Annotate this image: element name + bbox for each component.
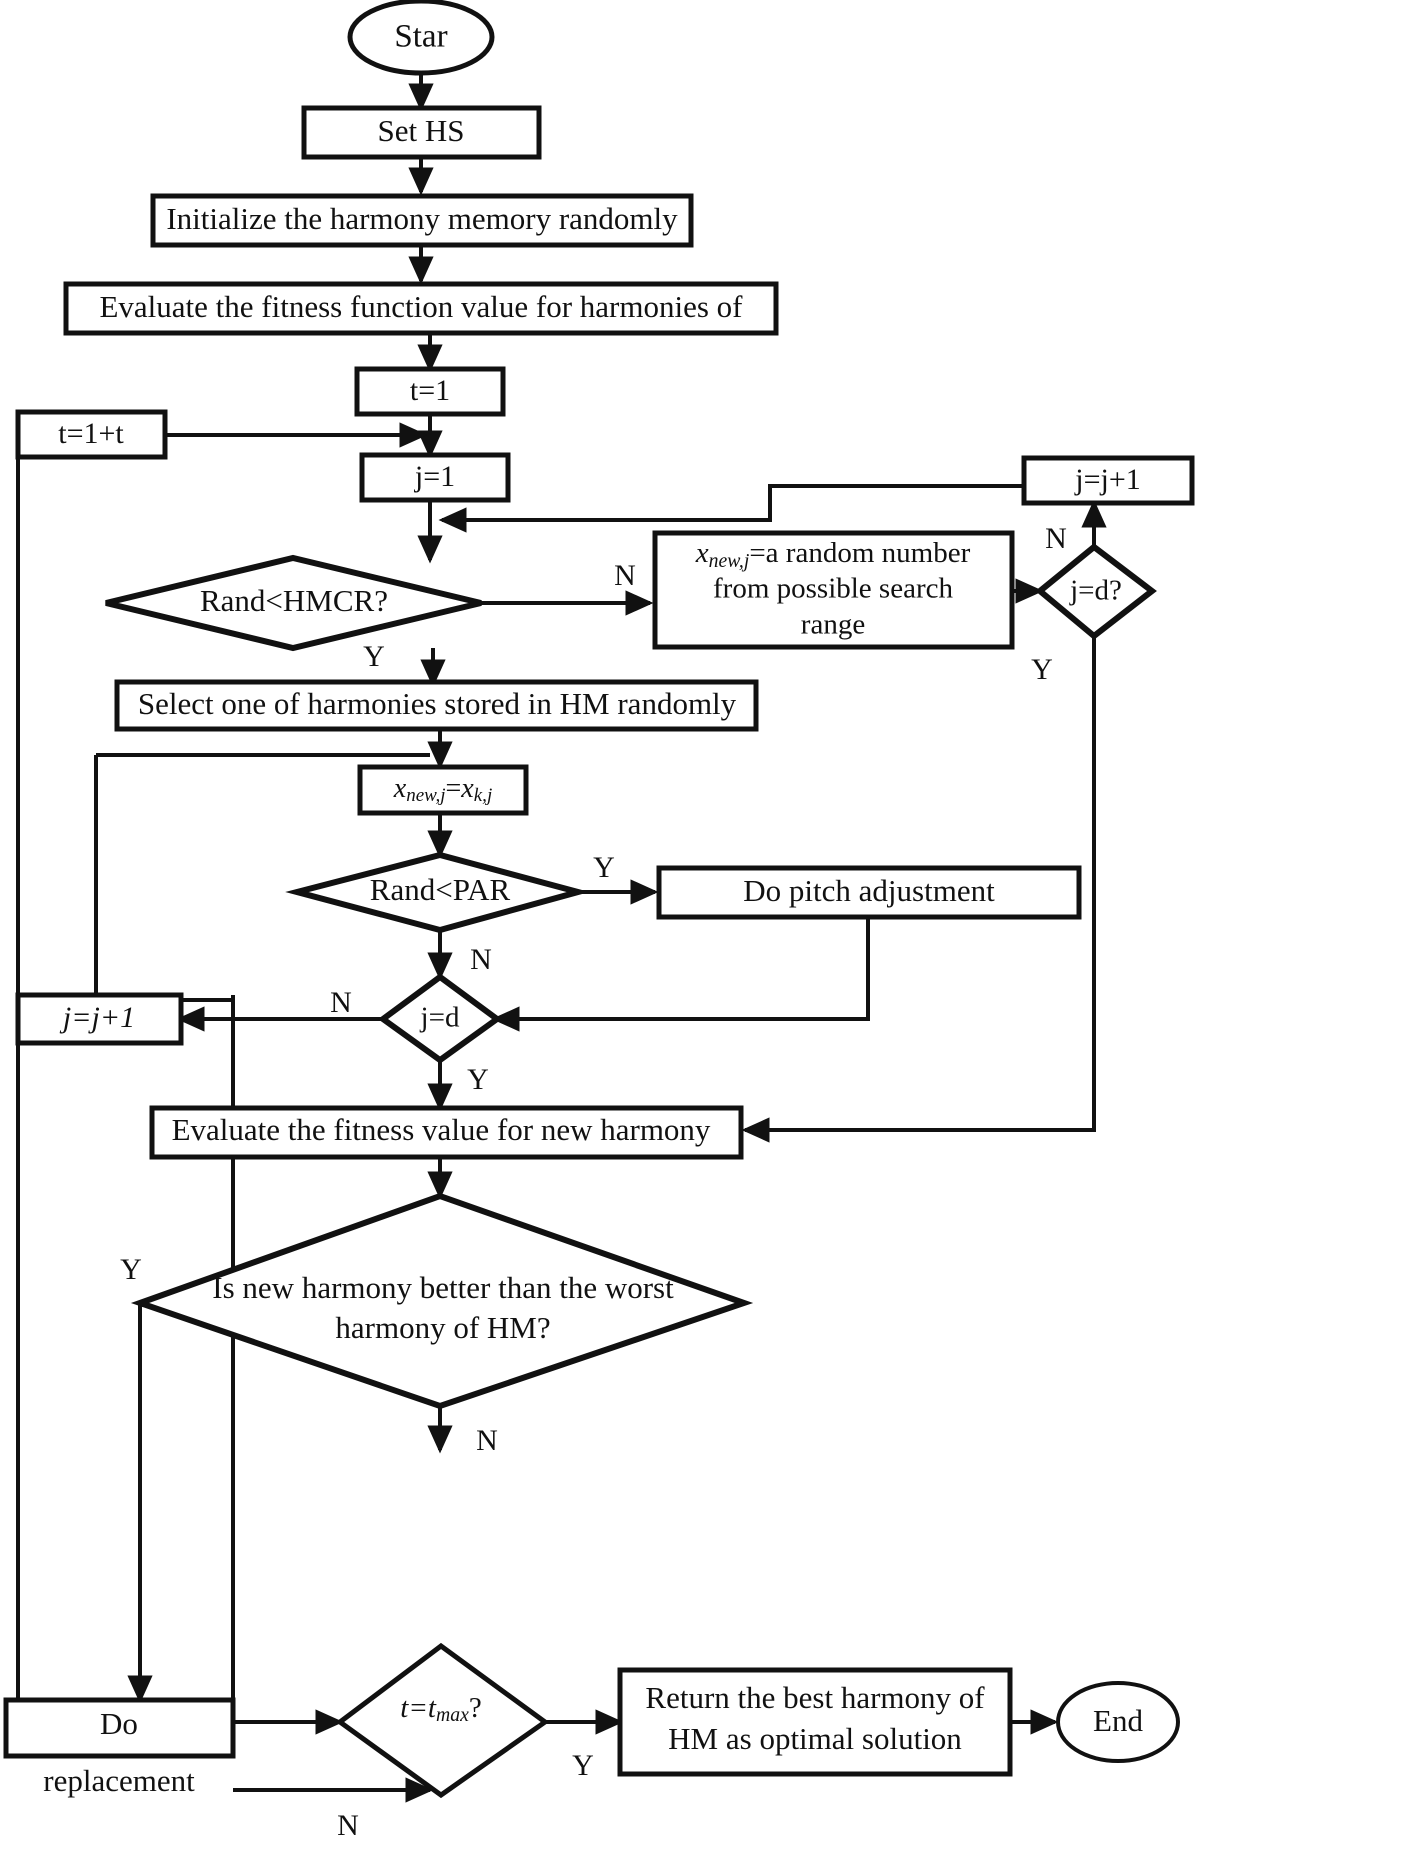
edge-label-better-no: N <box>476 1424 498 1457</box>
node-is-better-line2: harmony of HM? <box>335 1310 550 1345</box>
node-return-best-line2: HM as optimal solution <box>668 1721 962 1756</box>
node-is-better-line1: Is new harmony better than the worst <box>212 1270 674 1305</box>
node-end-label: End <box>1093 1703 1143 1738</box>
node-rand-par-label: Rand<PAR <box>370 872 511 907</box>
node-return-best[interactable] <box>617 1667 1013 1777</box>
node-t-init[interactable] <box>354 366 506 417</box>
edge-label-par-yes: Y <box>593 851 615 884</box>
node-j-eq-d[interactable] <box>377 973 503 1064</box>
node-evaluate-fitness-fn[interactable] <box>63 281 779 336</box>
edge-j-incr-right-loop-back <box>438 484 1024 533</box>
node-j-eq-d-question[interactable] <box>1035 543 1157 640</box>
node-init-hm[interactable] <box>150 193 694 248</box>
edge-label-tmax-no: N <box>337 1809 359 1842</box>
node-do-replacement-line1: Do <box>100 1706 138 1741</box>
node-j-incr-right-label: j=j+1 <box>1074 463 1141 496</box>
edge-label-jd-yes: Y <box>467 1063 489 1096</box>
edge-label-hmcr-no: N <box>614 559 636 592</box>
node-j-incr-left[interactable] <box>15 992 184 1046</box>
edge-label-better-yes: Y <box>120 1253 142 1286</box>
node-evaluate-new[interactable] <box>149 1105 744 1160</box>
node-j-init-label: j=1 <box>414 460 455 493</box>
node-do-replacement-line2: replacement <box>43 1763 195 1798</box>
node-return-best-line1: Return the best harmony of <box>645 1680 985 1715</box>
node-j-incr-right[interactable] <box>1021 455 1195 506</box>
node-set-hs-label: Set HS <box>378 113 465 148</box>
node-random-number-line3: range <box>801 609 865 641</box>
node-j-incr-left-label: j=j+1 <box>59 1001 135 1034</box>
edge-label-tmax-yes: Y <box>572 1749 594 1782</box>
node-assign-xnew[interactable] <box>357 764 529 816</box>
node-pitch-adjust-label: Do pitch adjustment <box>743 873 995 908</box>
node-random-number-line1: xnew,j=a random number <box>695 537 971 572</box>
edge-label-jd-q-no: N <box>1045 522 1067 555</box>
node-random-number[interactable] <box>652 530 1015 650</box>
node-t-eq-tmax[interactable] <box>335 1642 550 1799</box>
edge-label-par-no: N <box>470 943 492 976</box>
node-do-replacement[interactable] <box>3 1697 236 1759</box>
node-j-eq-d-question-label: j=d? <box>1069 575 1122 607</box>
node-random-number-line2: from possible search <box>713 573 953 605</box>
node-t-eq-tmax-label: t=tmax? <box>400 1692 481 1726</box>
edge-label-jd-q-yes: Y <box>1031 653 1053 686</box>
node-evaluate-new-label: Evaluate the fitness value for new harmo… <box>172 1112 711 1147</box>
node-end[interactable] <box>1056 1681 1180 1763</box>
node-j-eq-d-label: j=d <box>420 1002 460 1034</box>
node-init-hm-label: Initialize the harmony memory randomly <box>166 201 678 236</box>
node-rand-par[interactable] <box>285 851 590 934</box>
node-t-incr[interactable] <box>15 409 168 460</box>
node-j-init[interactable] <box>359 452 511 503</box>
node-t-init-label: t=1 <box>410 374 450 407</box>
edge-label-jd-no: N <box>330 986 352 1019</box>
node-set-hs[interactable] <box>301 105 542 160</box>
edge-pitch-to-j-eq-d <box>491 917 870 1032</box>
node-select-harmony[interactable] <box>114 679 759 732</box>
node-t-incr-label: t=1+t <box>58 417 124 450</box>
node-rand-hmcr-label: Rand<HMCR? <box>200 583 388 618</box>
node-start[interactable] <box>347 0 495 76</box>
edge-label-hmcr-yes: Y <box>363 640 385 673</box>
node-is-better[interactable] <box>130 1192 754 1410</box>
edge-j-eq-d-q-yes-to-eval-new <box>741 632 1096 1143</box>
node-evaluate-fitness-fn-label: Evaluate the fitness function value for … <box>99 289 743 324</box>
node-start-label: Star <box>394 19 447 55</box>
node-assign-xnew-label: xnew,j=xk,j <box>393 773 492 806</box>
node-rand-hmcr[interactable] <box>105 554 482 652</box>
node-select-harmony-label: Select one of harmonies stored in HM ran… <box>138 686 737 721</box>
node-pitch-adjust[interactable] <box>656 865 1082 920</box>
